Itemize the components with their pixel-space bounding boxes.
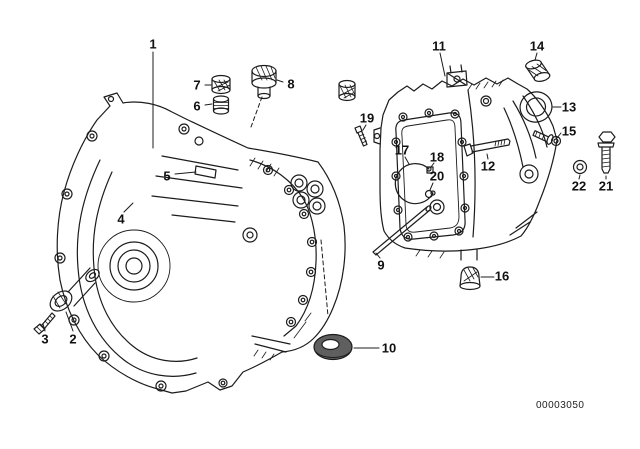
callout-4[interactable]: 4 xyxy=(117,211,125,227)
image-number-watermark: 00003050 xyxy=(536,400,585,411)
leader-lines xyxy=(42,51,607,349)
callout-9[interactable]: 9 xyxy=(377,257,385,273)
callout-3[interactable]: 3 xyxy=(41,331,49,347)
part-2-guide-sleeve-drawing xyxy=(49,267,100,312)
part-21-bolt-drawing xyxy=(597,131,616,174)
part-9-rod-drawing xyxy=(372,205,432,256)
callout-20[interactable]: 20 xyxy=(429,168,445,184)
part-14-bushing-drawing xyxy=(525,59,551,82)
part-13-sealing-ring-drawing xyxy=(519,91,553,123)
callout-10[interactable]: 10 xyxy=(381,340,397,356)
callout-11[interactable]: 11 xyxy=(432,38,446,54)
part-15-screw-drawing xyxy=(532,130,562,147)
callout-18[interactable]: 18 xyxy=(429,149,445,165)
callout-16[interactable]: 16 xyxy=(494,268,510,284)
part-12-bolt-drawing xyxy=(463,138,511,157)
callout-22[interactable]: 22 xyxy=(571,178,587,194)
part-16-cap-nut-drawing xyxy=(459,266,481,291)
callout-6[interactable]: 6 xyxy=(193,98,201,114)
callout-21[interactable]: 21 xyxy=(598,178,614,194)
callout-8[interactable]: 8 xyxy=(287,76,295,92)
clutch-bell-housing-drawing xyxy=(54,92,346,394)
callout-2[interactable]: 2 xyxy=(69,331,77,347)
part-6-screw-plug-drawing xyxy=(212,95,230,115)
screw-plug-top-drawing xyxy=(338,79,356,102)
callout-19[interactable]: 19 xyxy=(359,110,375,126)
part-3-bolt-drawing xyxy=(33,312,56,335)
callout-5[interactable]: 5 xyxy=(163,168,171,184)
callout-7[interactable]: 7 xyxy=(193,77,201,93)
part-22-washer-drawing xyxy=(572,159,588,175)
part-8-breather-cap-drawing xyxy=(251,64,277,100)
callout-1[interactable]: 1 xyxy=(149,36,157,52)
part-10-seal-washer-drawing xyxy=(313,333,353,361)
callout-17[interactable]: 17 xyxy=(394,142,410,158)
callout-13[interactable]: 13 xyxy=(561,99,577,115)
callout-12[interactable]: 12 xyxy=(480,158,496,174)
part-7-screw-plug-drawing xyxy=(211,74,231,95)
callout-15[interactable]: 15 xyxy=(561,123,577,139)
part-19-screw-drawing xyxy=(354,125,368,147)
gearbox-housing-drawing xyxy=(373,64,558,261)
callout-14[interactable]: 14 xyxy=(529,38,545,54)
